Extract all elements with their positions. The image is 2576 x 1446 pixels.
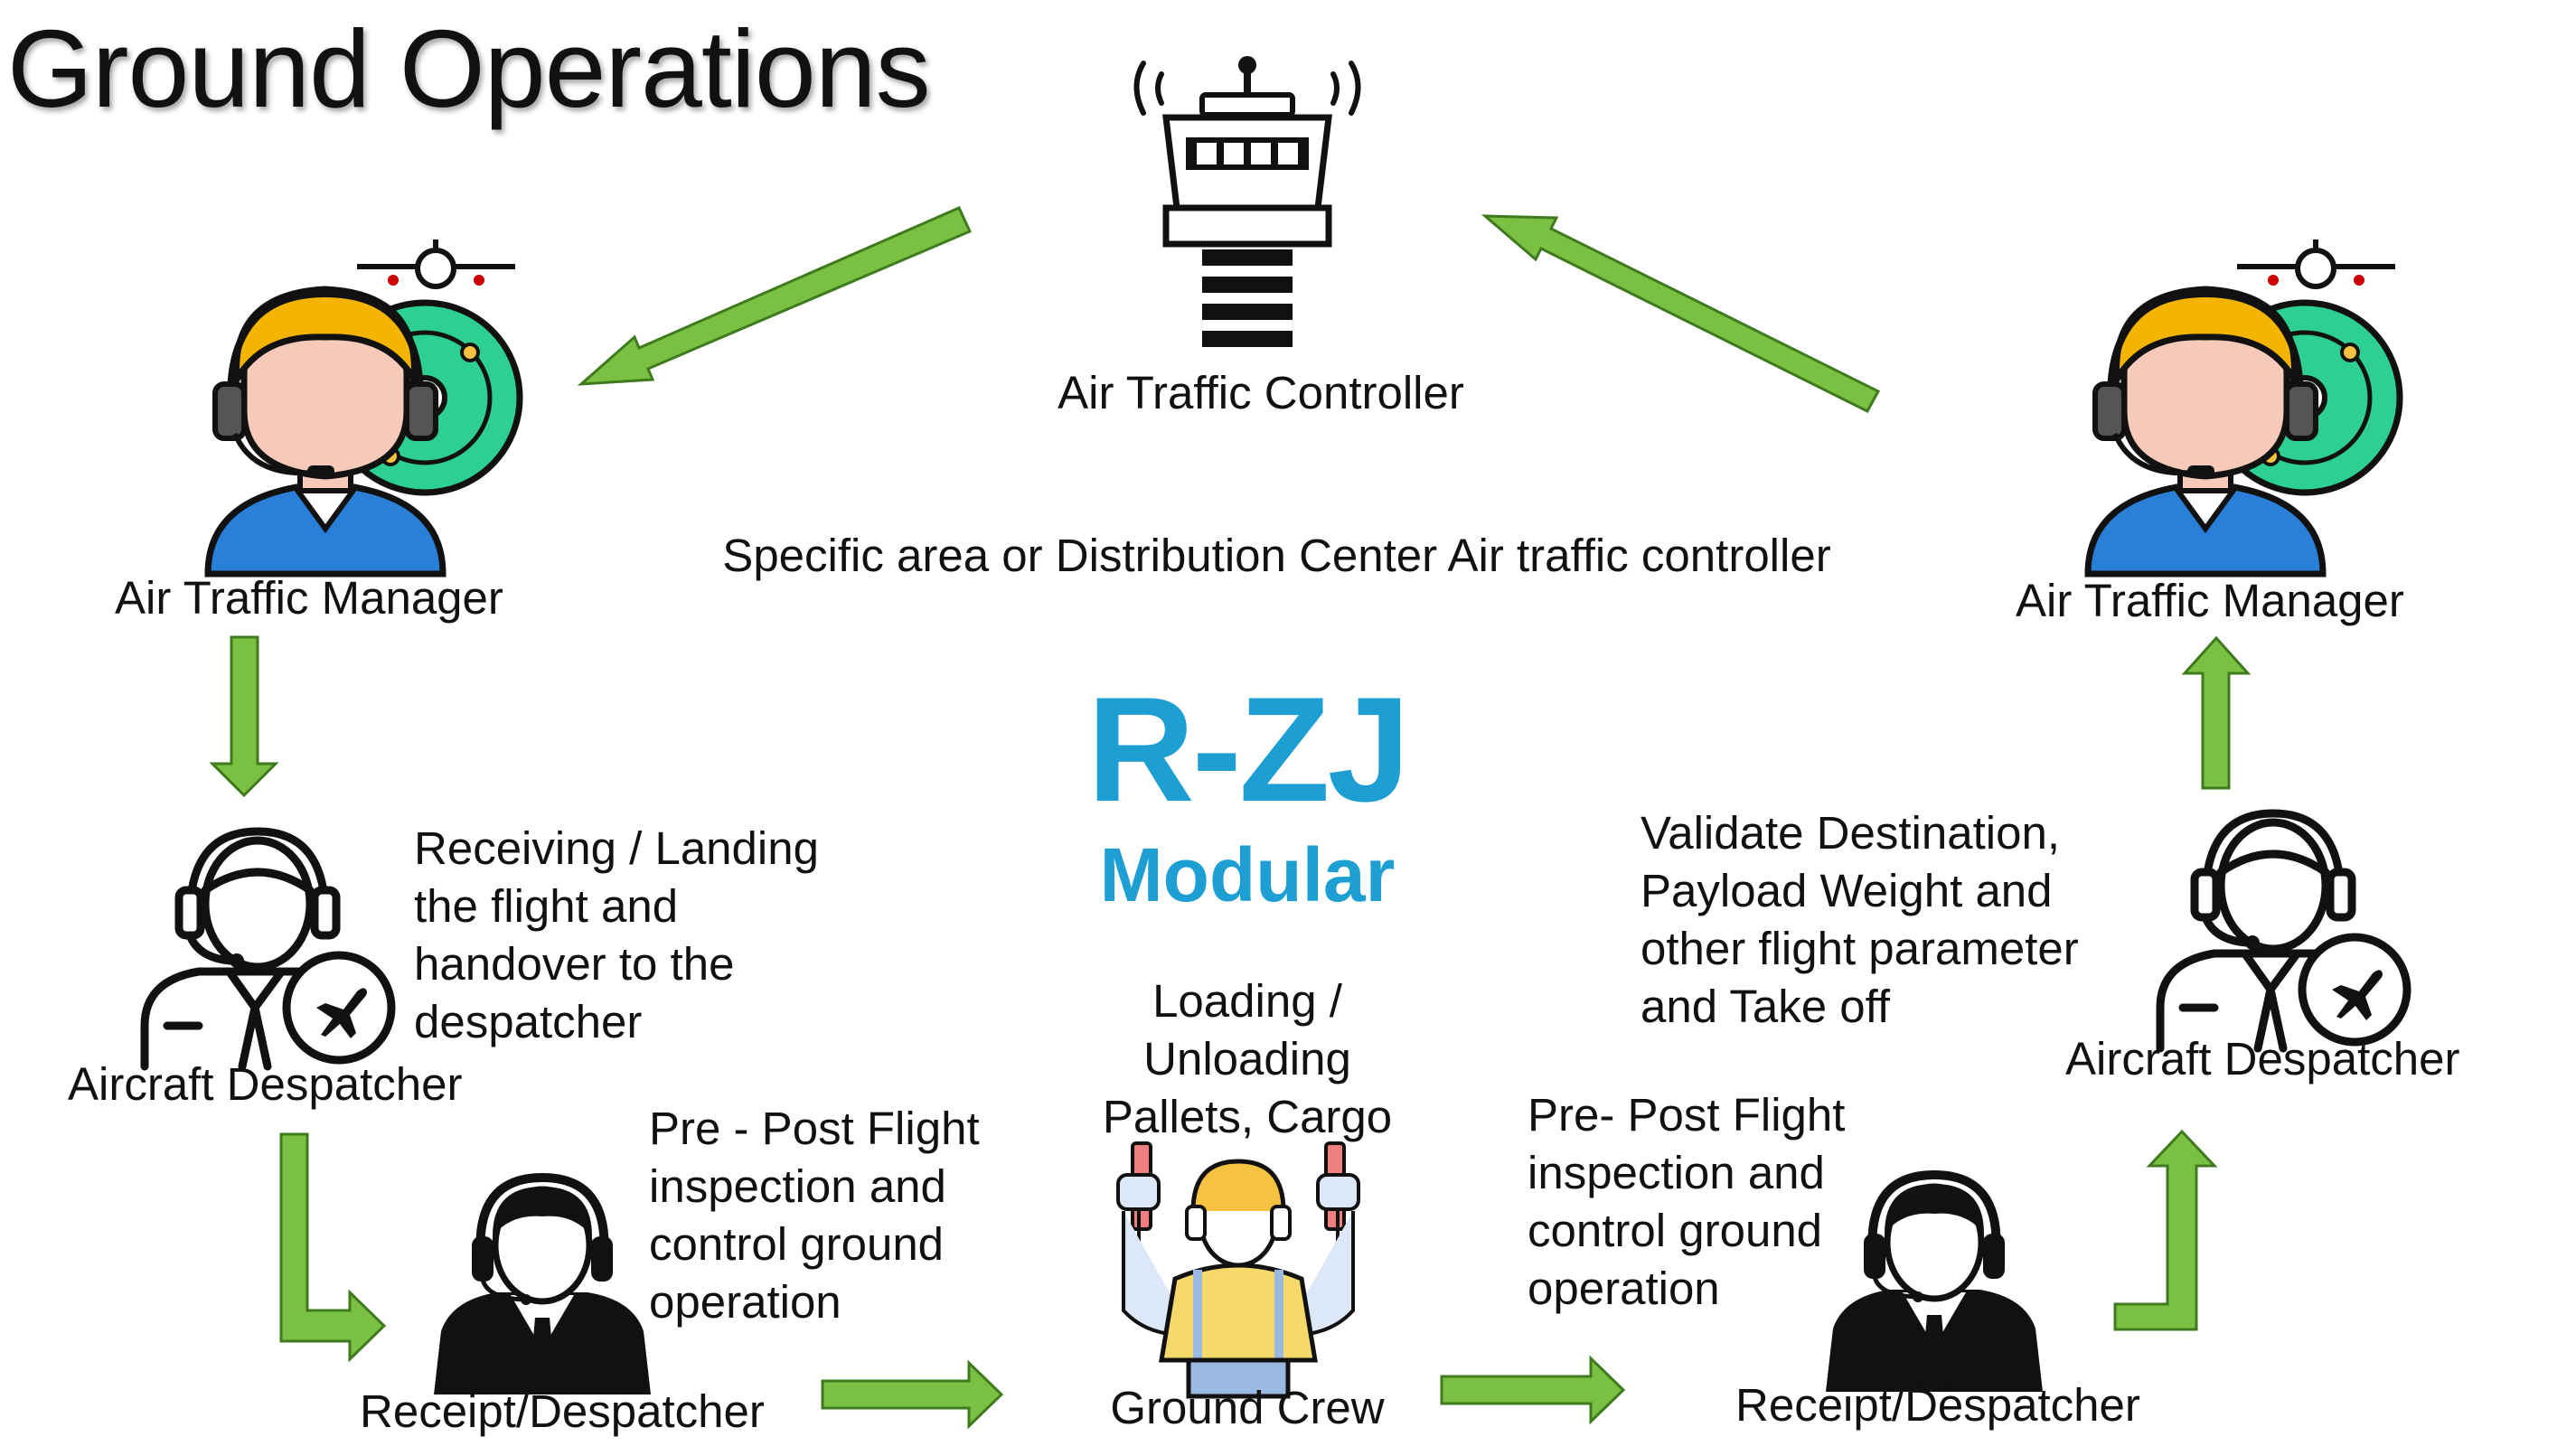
pre-post-right-line: control ground	[1528, 1205, 1823, 1256]
receiving-line: handover to the	[414, 938, 735, 990]
loading-description: Loading / Unloading Pallets, Cargo	[1067, 972, 1428, 1146]
arrow-receipt-right-to-despatcher	[2113, 1129, 2218, 1331]
air-traffic-manager-icon	[2084, 239, 2403, 577]
arrow-controller-to-left-manager	[577, 206, 973, 386]
arrow-despatcher-to-right-manager	[2181, 635, 2252, 790]
validate-line: and Take off	[1641, 981, 1891, 1032]
aircraft-despatcher-left-label: Aircraft Despatcher	[68, 1058, 463, 1110]
validate-line: Validate Destination,	[1641, 807, 2061, 859]
receiving-line: despatcher	[414, 996, 643, 1047]
brand-subtitle: Modular	[1099, 832, 1396, 917]
pre-post-right-line: Pre- Post Flight	[1528, 1089, 1846, 1141]
receipt-despatcher-left-label: Receipt/Despatcher	[360, 1385, 765, 1437]
pre-post-flight-right-description: Pre- Post Flight inspection and control …	[1528, 1086, 1845, 1318]
air-traffic-controller-label: Air Traffic Controller	[1058, 367, 1464, 418]
receipt-despatcher-right-label: Receipt/Despatcher	[1735, 1379, 2140, 1431]
pre-post-left-line: Pre - Post Flight	[649, 1103, 980, 1154]
page-title: Ground Operations	[7, 7, 931, 130]
center-note: Specific area or Distribution Center Air…	[722, 530, 1831, 581]
receiving-line: Receiving / Landing	[414, 822, 819, 874]
arrow-despatcher-to-receipt-left	[279, 1132, 387, 1363]
receiving-description: Receiving / Landing the flight and hando…	[414, 820, 819, 1051]
airplane-icon	[357, 239, 515, 289]
loading-line: Unloading	[1143, 1033, 1351, 1084]
receipt-despatcher-icon	[434, 1172, 651, 1394]
pre-post-left-line: operation	[649, 1276, 841, 1328]
aircraft-despatcher-icon	[140, 827, 396, 1071]
validate-line: other flight parameter	[1641, 923, 2079, 974]
pre-post-flight-left-description: Pre - Post Flight inspection and control…	[649, 1100, 980, 1331]
brand-name: R-ZJ	[1086, 666, 1411, 832]
loading-line: Pallets, Cargo	[1102, 1091, 1393, 1142]
arrow-crew-to-receipt-right	[1440, 1355, 1626, 1425]
control-tower-icon	[1133, 56, 1361, 347]
pre-post-left-line: control ground	[649, 1218, 945, 1270]
aircraft-despatcher-right-label: Aircraft Despatcher	[2065, 1033, 2460, 1084]
arrow-right-manager-to-controller	[1481, 214, 1881, 413]
aircraft-despatcher-icon	[2156, 809, 2411, 1053]
pre-post-left-line: inspection and	[649, 1160, 946, 1212]
loading-line: Loading /	[1152, 975, 1342, 1027]
pre-post-right-line: operation	[1528, 1263, 1720, 1314]
validate-line: Payload Weight and	[1641, 865, 2053, 916]
air-traffic-manager-icon	[204, 239, 523, 577]
validate-description: Validate Destination, Payload Weight and…	[1641, 804, 2079, 1036]
pre-post-right-line: inspection and	[1528, 1147, 1825, 1198]
receiving-line: the flight and	[414, 880, 679, 932]
receipt-despatcher-icon	[1826, 1169, 2043, 1392]
airplane-icon	[2237, 239, 2395, 289]
air-traffic-manager-right-label: Air Traffic Manager	[2016, 575, 2404, 626]
ground-crew-icon	[1116, 1141, 1360, 1399]
arrow-receipt-left-to-crew	[821, 1359, 1004, 1430]
arrow-left-manager-down	[209, 635, 279, 798]
air-traffic-manager-left-label: Air Traffic Manager	[115, 572, 503, 624]
ground-crew-label: Ground Crew	[1110, 1382, 1385, 1433]
